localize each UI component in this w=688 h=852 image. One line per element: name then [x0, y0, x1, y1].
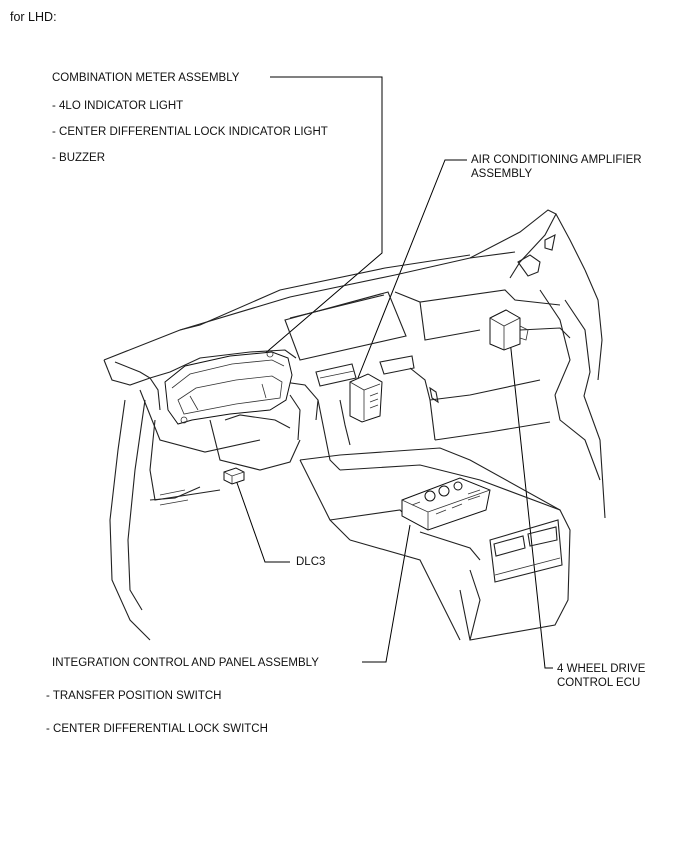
diagram-caption: for LHD:	[10, 10, 57, 24]
combination-meter-assembly	[164, 350, 293, 425]
dashboard-outline	[103, 209, 606, 641]
leader-4wd-ecu	[509, 339, 553, 669]
integration-control-panel	[401, 477, 491, 531]
4wd-control-ecu	[489, 309, 529, 351]
leader-dlc3	[235, 479, 290, 563]
label-center-diff-indicator: - CENTER DIFFERENTIAL LOCK INDICATOR LIG…	[52, 126, 328, 138]
ac-amplifier-assembly	[349, 373, 383, 423]
leader-combination-meter	[261, 76, 383, 357]
leader-integration-control	[362, 524, 411, 663]
dlc3-connector	[223, 467, 245, 485]
label-integration-control: INTEGRATION CONTROL AND PANEL ASSEMBLY	[52, 657, 319, 669]
label-ac-amplifier: AIR CONDITIONING AMPLIFIER ASSEMBLY	[471, 154, 642, 180]
label-transfer-switch: - TRANSFER POSITION SWITCH	[46, 690, 222, 702]
leader-lines	[235, 76, 553, 669]
label-4wd-ecu: 4 WHEEL DRIVE CONTROL ECU	[557, 663, 646, 689]
label-4lo-indicator: - 4LO INDICATOR LIGHT	[52, 100, 184, 112]
label-center-diff-switch: - CENTER DIFFERENTIAL LOCK SWITCH	[46, 723, 268, 735]
label-combination-meter: COMBINATION METER ASSEMBLY	[52, 72, 240, 84]
label-dlc3: DLC3	[296, 556, 326, 568]
leader-ac-amplifier	[357, 159, 467, 379]
label-buzzer: - BUZZER	[52, 152, 106, 164]
